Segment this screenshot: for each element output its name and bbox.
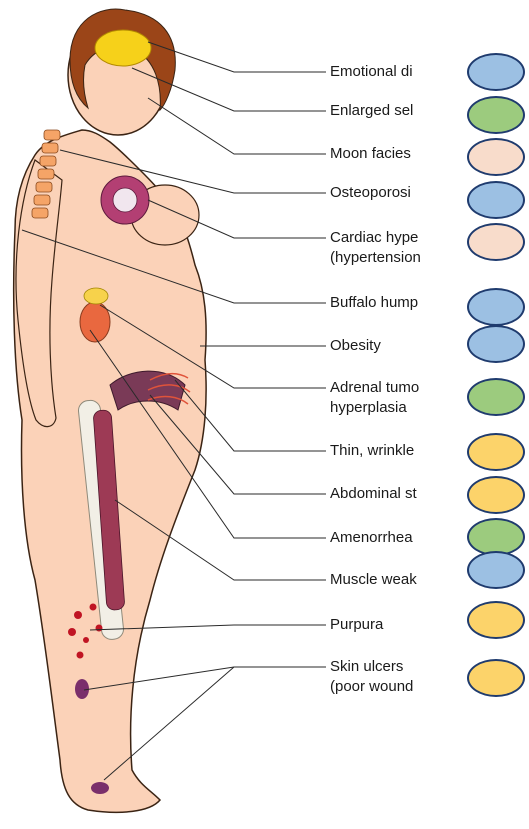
label-hypertension: (hypertension xyxy=(330,248,442,267)
label-osteoporosis: Osteoporosi xyxy=(330,183,442,202)
answer-marker-6[interactable] xyxy=(467,288,525,326)
body-illustration xyxy=(14,9,206,812)
label-amenorrhea: Amenorrhea xyxy=(330,528,442,547)
answer-marker-7[interactable] xyxy=(467,325,525,363)
label-abdominal: Abdominal st xyxy=(330,484,442,503)
label-emotional: Emotional di xyxy=(330,62,442,81)
adrenal-gland-shape xyxy=(84,288,108,304)
label-buffalo-hump: Buffalo hump xyxy=(330,293,442,312)
label-poor-wound: (poor wound xyxy=(330,677,442,696)
label-muscle-weak: Muscle weak xyxy=(330,570,442,589)
label-moon-facies: Moon facies xyxy=(330,144,442,163)
answer-marker-10[interactable] xyxy=(467,476,525,514)
label-cardiac: Cardiac hype xyxy=(330,228,442,247)
answer-marker-14[interactable] xyxy=(467,659,525,697)
answer-marker-13[interactable] xyxy=(467,601,525,639)
label-thin-wrinkled: Thin, wrinkle xyxy=(330,441,442,460)
label-skin-ulcers: Skin ulcers xyxy=(330,657,442,676)
label-purpura: Purpura xyxy=(330,615,442,634)
label-enlarged: Enlarged sel xyxy=(330,101,442,120)
label-hyperplasia: hyperplasia xyxy=(330,398,442,417)
answer-marker-2[interactable] xyxy=(467,96,525,134)
answer-marker-9[interactable] xyxy=(467,433,525,471)
answer-marker-12[interactable] xyxy=(467,551,525,589)
label-obesity: Obesity xyxy=(330,336,442,355)
answer-marker-4[interactable] xyxy=(467,181,525,219)
answer-marker-5[interactable] xyxy=(467,223,525,261)
brain-shape xyxy=(95,30,151,66)
label-adrenal: Adrenal tumo xyxy=(330,378,442,397)
answer-marker-1[interactable] xyxy=(467,53,525,91)
answer-marker-8[interactable] xyxy=(467,378,525,416)
skin-ulcer-upper xyxy=(75,679,89,699)
answer-marker-3[interactable] xyxy=(467,138,525,176)
skin-ulcer-lower xyxy=(91,782,109,794)
